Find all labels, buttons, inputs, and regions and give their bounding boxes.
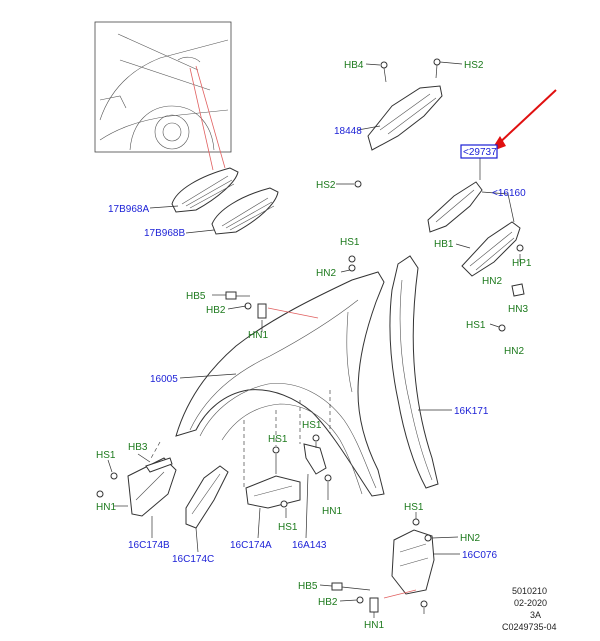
label-hb5-top: HB5 xyxy=(186,291,206,302)
bracket-16c076 xyxy=(391,518,435,608)
bracket-16c174a xyxy=(245,446,301,509)
inset-callout-lines xyxy=(189,65,226,171)
ref-line-3: 3A xyxy=(530,610,541,620)
highlight-box xyxy=(460,144,498,159)
label-hs2-mid: HS2 xyxy=(316,180,336,191)
fender-16005 xyxy=(175,271,385,497)
label-17b968a: 17B968A xyxy=(108,204,149,215)
bracket-16c174b xyxy=(96,457,177,517)
label-hs1-br: HS1 xyxy=(404,502,424,513)
label-16k171: 16K171 xyxy=(454,406,489,417)
bracket-18448 xyxy=(354,58,443,188)
label-hb5-bot: HB5 xyxy=(298,581,318,592)
label-29737: <29737 xyxy=(463,147,497,158)
label-hn2-br: HN2 xyxy=(460,533,480,544)
vent-17b968b xyxy=(211,187,279,235)
label-hs1-left: HS1 xyxy=(96,450,116,461)
label-hb2-bot: HB2 xyxy=(318,597,338,608)
label-hb4: HB4 xyxy=(344,60,364,71)
fasteners-lower xyxy=(331,582,379,613)
label-hs2-top: HS2 xyxy=(464,60,484,71)
label-hn1-top: HN1 xyxy=(248,330,268,341)
label-18448: 18448 xyxy=(334,126,362,137)
labels: HB4 HS2 18448 HS2 <29737 <16160 HB1 HP1 … xyxy=(96,60,532,631)
label-17b968b: 17B968B xyxy=(144,228,185,239)
label-hn3: HN3 xyxy=(508,304,528,315)
label-16005: 16005 xyxy=(150,374,178,385)
label-hn1-left: HN1 xyxy=(96,502,116,513)
label-hn2-right: HN2 xyxy=(482,276,502,287)
reference-block: 5010210 02-2020 3A C0249735-04 xyxy=(502,586,557,632)
bracket-16c174c xyxy=(185,465,229,529)
label-16c076: 16C076 xyxy=(462,550,497,561)
label-hn2-top: HN2 xyxy=(316,268,336,279)
bracket-29737 xyxy=(427,181,483,233)
label-16c174b: 16C174B xyxy=(128,540,170,551)
lower-callout xyxy=(383,589,417,599)
label-hs1-right: HS1 xyxy=(466,320,486,331)
label-hs1-mid3: HS1 xyxy=(278,522,298,533)
label-hp1: HP1 xyxy=(512,258,532,269)
label-16c174a: 16C174A xyxy=(230,540,272,551)
highlight-arrow xyxy=(495,89,557,147)
label-hs1-mid: HS1 xyxy=(268,434,288,445)
label-hb2-top: HB2 xyxy=(206,305,226,316)
ref-line-4: C0249735-04 xyxy=(502,622,557,632)
bracket-16160 xyxy=(461,221,524,277)
bracket-16a143 xyxy=(303,434,332,482)
clip-hn3 xyxy=(511,283,525,297)
ref-line-1: 5010210 xyxy=(512,586,547,596)
label-hn2-right2: HN2 xyxy=(504,346,524,357)
vent-17b968a xyxy=(171,167,239,213)
vehicle-inset xyxy=(94,21,232,153)
label-hb1: HB1 xyxy=(434,239,454,250)
label-16a143: 16A143 xyxy=(292,540,327,551)
fender-callout xyxy=(267,307,319,319)
label-hs1-top: HS1 xyxy=(340,237,360,248)
liner-16k171 xyxy=(389,255,439,489)
ref-line-2: 02-2020 xyxy=(514,598,547,608)
label-hn1-bot: HN1 xyxy=(364,620,384,631)
label-hn1-mid: HN1 xyxy=(322,506,342,517)
label-16c174c: 16C174C xyxy=(172,554,214,565)
fasteners-upper xyxy=(225,255,356,319)
label-hb3: HB3 xyxy=(128,442,148,453)
label-hs1-mid2: HS1 xyxy=(302,420,322,431)
label-16160: <16160 xyxy=(492,188,526,199)
